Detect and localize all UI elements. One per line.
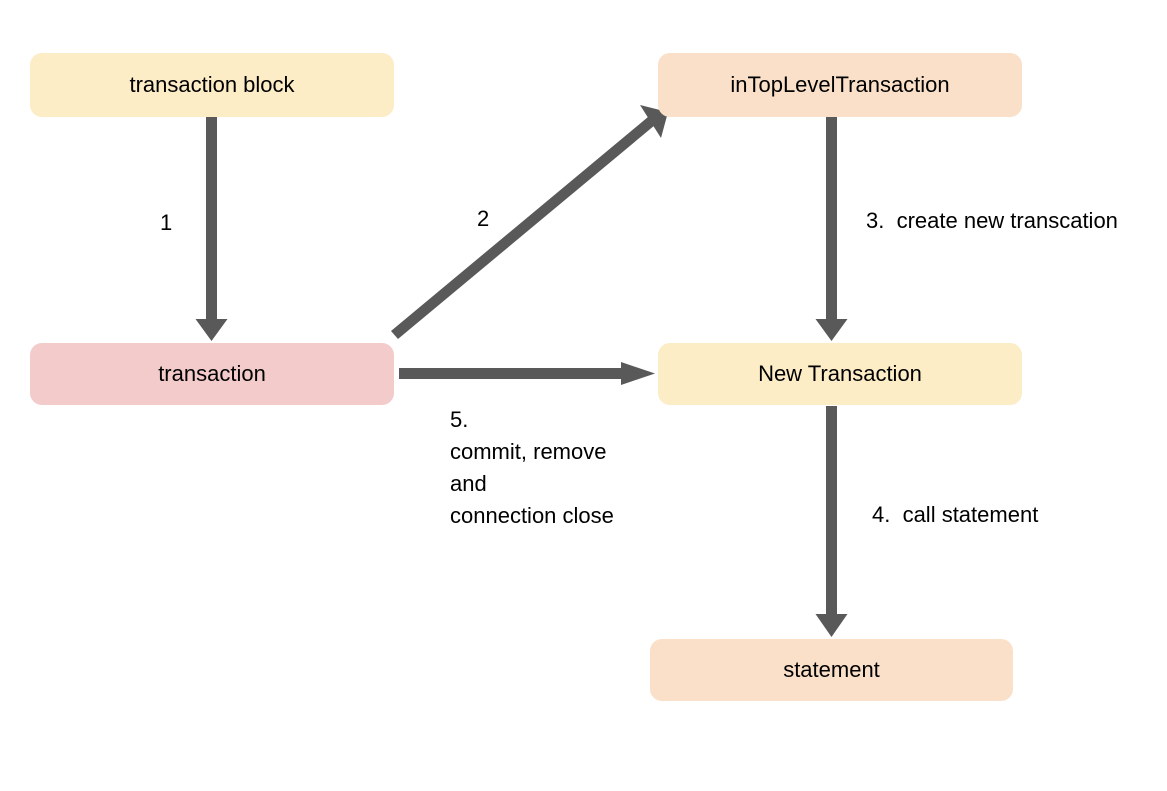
node-transaction-label: transaction xyxy=(158,360,266,386)
node-transaction[interactable]: transaction xyxy=(30,343,394,405)
arrow-2-transaction-to-intoplevel xyxy=(391,105,668,339)
arrow-5-transaction-to-new-transaction xyxy=(399,362,655,385)
node-intoplevel-transaction[interactable]: inTopLevelTransaction xyxy=(658,53,1022,117)
node-intoplevel-transaction-label: inTopLevelTransaction xyxy=(730,71,950,97)
node-transaction-block-label: transaction block xyxy=(129,71,295,97)
edge-label-4: 4. call statement xyxy=(872,502,1039,527)
node-statement[interactable]: statement xyxy=(650,639,1013,701)
node-new-transaction-label: New Transaction xyxy=(758,360,922,386)
node-statement-label: statement xyxy=(783,656,880,682)
arrow-1-transaction-block-to-transaction xyxy=(195,117,228,341)
edge-label-2: 2 xyxy=(477,206,490,231)
edge-label-1: 1 xyxy=(160,210,173,235)
node-new-transaction[interactable]: New Transaction xyxy=(658,343,1022,405)
node-transaction-block[interactable]: transaction block xyxy=(30,53,394,117)
arrow-4-new-transaction-to-statement xyxy=(815,406,848,637)
edge-label-3: 3. create new transcation xyxy=(866,208,1118,233)
edge-label-5: 5. commit, remove and connection close xyxy=(450,407,614,528)
arrow-3-intoplevel-to-new-transaction xyxy=(815,117,848,341)
